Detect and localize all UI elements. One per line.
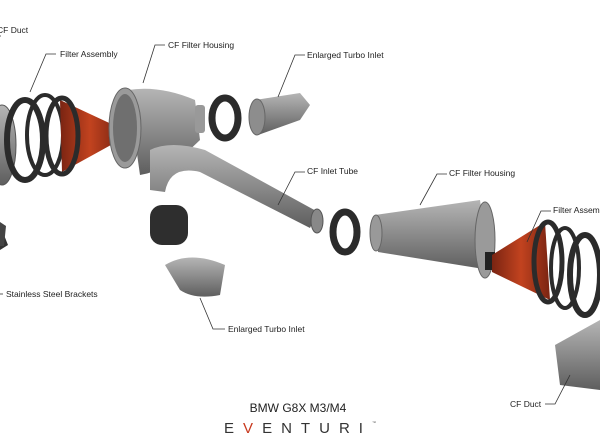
trademark: ™ bbox=[372, 420, 376, 425]
label-cf-filter-housing-right: CF Filter Housing bbox=[449, 168, 515, 178]
label-cf-filter-housing-left: CF Filter Housing bbox=[168, 40, 234, 50]
label-cf-inlet-tube: CF Inlet Tube bbox=[307, 166, 358, 176]
enlarged-turbo-inlet-top-part bbox=[248, 93, 310, 136]
coupler-lower bbox=[150, 205, 188, 245]
coupler-middle bbox=[329, 208, 361, 256]
label-filter-assembly-right: Filter Assembly bbox=[553, 205, 600, 215]
label-enlarged-turbo-inlet-bottom: Enlarged Turbo Inlet bbox=[228, 324, 305, 334]
stainless-steel-brackets-part bbox=[0, 222, 6, 246]
filter-assembly-left-part bbox=[4, 93, 122, 183]
cf-duct-right-part bbox=[555, 320, 600, 390]
coupler-top bbox=[208, 94, 242, 142]
label-filter-assembly-left: Filter Assembly bbox=[60, 49, 118, 59]
filter-assembly-right-part bbox=[485, 219, 600, 318]
diagram-title: BMW G8X M3/M4 bbox=[250, 401, 347, 415]
cf-filter-housing-right-part bbox=[369, 200, 496, 279]
label-cf-duct-right: CF Duct bbox=[510, 399, 542, 409]
enlarged-turbo-inlet-bottom-part bbox=[165, 257, 225, 297]
logo-text: EVENTURI bbox=[224, 420, 372, 437]
label-enlarged-turbo-inlet-top: Enlarged Turbo Inlet bbox=[307, 50, 384, 60]
cf-inlet-tube-part bbox=[150, 145, 324, 234]
eventuri-logo: EVENTURI ™ bbox=[224, 420, 376, 437]
label-stainless-steel-brackets: Stainless Steel Brackets bbox=[6, 289, 98, 299]
label-cf-duct-left: CF Duct bbox=[0, 25, 29, 35]
